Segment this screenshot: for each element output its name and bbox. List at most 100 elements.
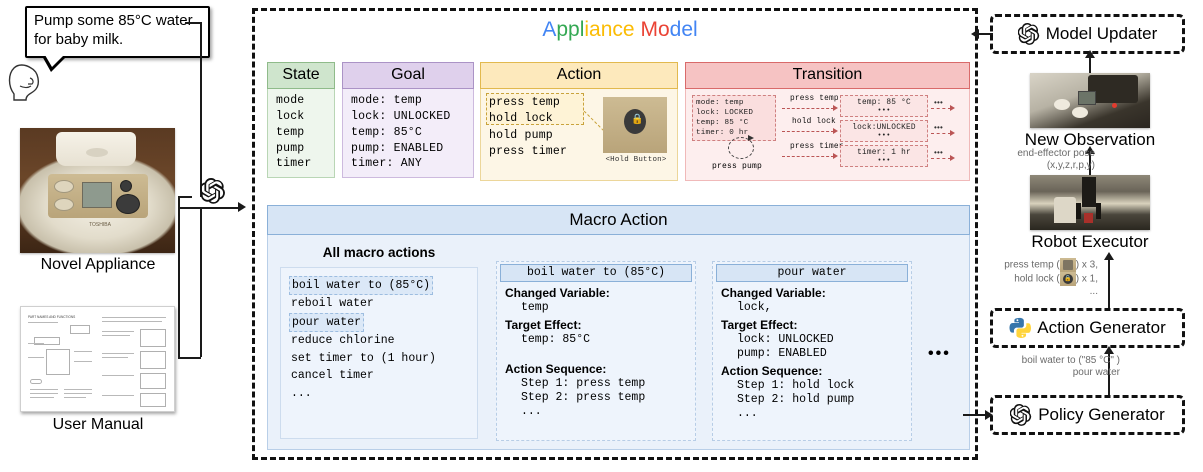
connector-manual-vertical [200,207,202,357]
policy-generator-label: Policy Generator [1038,405,1165,424]
connector-bubble-horizontal [185,22,201,24]
action-generator-node[interactable]: Action Generator [990,308,1185,348]
action-sequence-step: Step 2: press temp [521,391,646,404]
transition-tail-arrowhead [950,155,955,161]
action-sequence-step: ... [521,405,542,418]
user-request-bubble: Pump some 85°C water for baby milk. [25,6,210,58]
action-sequence-step: Step 1: press temp [521,377,646,390]
manual-page-right [100,313,170,407]
goal-item: temp: 85°C [351,125,423,139]
macro-list-item[interactable]: boil water to (85°C) [289,276,477,296]
transition-body: mode: temp lock: LOCKED temp: 85 °C time… [685,89,970,181]
lock-button-circle [624,109,646,134]
arrow-action-to-robot-head [1104,252,1114,260]
appliance-button-1 [54,180,74,193]
arrow-robot-to-observation-head [1085,146,1095,154]
robot-executor-photo [1030,175,1150,230]
appliance-lock-button [120,180,132,192]
macro-list-item[interactable]: reduce chlorine [291,334,395,348]
appliance-brand-label: TOSHIBA [89,222,111,228]
title-letter: e [622,18,635,41]
transition-more-dots: ••• [934,98,944,107]
connector-to-panel [178,207,238,209]
new-observation-caption: New Observation [1024,130,1156,149]
press-pump-arrowhead [748,135,754,141]
macro-action-header: Macro Action [267,205,970,235]
novel-appliance-photo: TOSHIBA [20,128,175,253]
action-body: press temp hold lock hold pump press tim… [480,89,678,181]
robot-arm [1082,177,1096,207]
connector-manual-horizontal [178,357,201,359]
model-updater-node[interactable]: Model Updater [990,14,1185,54]
policy-generator-node[interactable]: Policy Generator [990,395,1185,435]
transition-state-line: lock: LOCKED [696,109,754,118]
robot-tool-tip [1084,213,1093,223]
new-observation-photo [1030,73,1150,128]
observation-button-2 [1072,107,1088,118]
macro-policy-label: boil water to ("85 °C" ) pour water [1021,355,1120,378]
observation-button-1 [1054,99,1070,110]
macro-list-item[interactable]: reboil water [291,297,374,311]
macro-list-item: ... [291,386,312,400]
all-macro-actions-list: boil water to (85°C) reboil water pour w… [280,267,478,439]
appliance-pump-button [116,194,140,214]
title-letter: e [681,18,694,41]
macro-action-card: boil water to (85°C) Changed Variable: t… [496,261,696,441]
goal-box: Goal mode: temp lock: UNLOCKED temp: 85°… [342,62,474,179]
transition-edge-arrowhead [833,128,838,134]
action-item: press timer [489,144,568,158]
target-effect-value: pump: ENABLED [737,347,827,360]
observation-lid [1088,75,1138,103]
transition-edge-arrowhead [833,105,838,111]
macro-list-item[interactable]: set timer to (1 hour) [291,351,436,365]
title-letter: l [579,18,585,41]
state-item: temp [276,125,305,139]
action-sequence-label: Action Sequence: [721,364,823,378]
press-temp-thumbnail [1059,258,1076,272]
transition-edge-label: press timer [790,143,844,151]
transition-state-line: temp: 85 °C [696,119,749,128]
transition-tail-arrow [931,108,951,109]
state-item: mode [276,94,305,107]
robot-gripper-right [1096,203,1101,219]
action-sequence-label: Action Sequence: [505,362,607,376]
title-letter: c [612,18,623,41]
transition-more-dots: ••• [934,123,944,132]
state-header: State [267,62,335,89]
action-sequence-step: Step 2: hold pump [737,393,855,406]
action-items: press temp hold lock hold pump press tim… [489,95,567,160]
appliance-button-2 [54,198,74,211]
observation-led [1112,103,1117,108]
arrow-policy-to-action-line [1108,352,1110,396]
connector-appliance-horizontal [178,196,192,198]
macro-list-item[interactable]: cancel timer [291,369,374,383]
macro-action-panel: Macro Action All macro actions boil wate… [267,205,970,450]
observation-display [1078,91,1096,105]
person-head-icon [8,64,39,101]
goal-item: lock: UNLOCKED [351,109,451,123]
title-letter: p [556,18,569,41]
goal-item: mode: temp [351,94,423,107]
changed-variable-label: Changed Variable: [721,286,826,300]
low-level-actions-label: press temp () x 3, hold lock (🔒) x 1, ..… [1004,258,1098,297]
lock-icon: 🔒 [631,114,644,125]
title-letter: a [589,18,601,41]
arrow-action-to-robot-line [1108,258,1110,308]
target-effect-value: temp: 85°C [521,333,591,346]
macro-cards-ellipsis: ••• [928,345,951,362]
transition-edge-arrow [782,131,834,132]
target-effect-label: Target Effect: [505,318,582,332]
arrow-model-to-policy-head [985,410,993,420]
transition-state-line: timer: 0 hr [696,129,749,138]
transition-result: temp: 85 °C••• [840,95,928,117]
robot-appliance [1054,197,1076,223]
title-letter: o [657,18,670,41]
user-manual-caption: User Manual [52,416,144,433]
novel-appliance-caption: Novel Appliance [40,256,156,273]
state-item: lock [276,109,305,123]
action-box: Action press temp hold lock hold pump pr… [480,62,678,181]
macro-action-card: pour water Changed Variable: lock, Targe… [712,261,912,441]
macro-list-item[interactable]: pour water [289,312,477,333]
action-item: press temp [489,96,561,109]
appliance-display [82,182,112,208]
